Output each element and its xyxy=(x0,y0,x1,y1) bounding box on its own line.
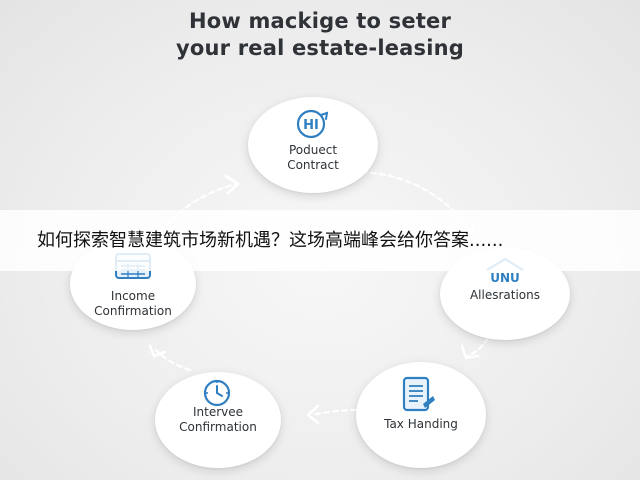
clock-icon xyxy=(200,378,234,408)
node-tax-handing: Tax Handing xyxy=(356,362,486,468)
arrowhead-contract xyxy=(224,174,240,195)
node-tax-handing-line-1: Tax Handing xyxy=(384,417,458,431)
house-icon-text: UNU xyxy=(490,271,520,285)
document-icon xyxy=(401,376,437,414)
hi-badge-icon: HI xyxy=(291,109,335,139)
diagram-title-line-1: How mackige to seter xyxy=(188,9,452,33)
arrow-intervee-to-income xyxy=(154,348,192,372)
node-income-confirmation-line-1: Income xyxy=(110,289,156,303)
node-intervee-confirmation-label: Intervee Confirmation xyxy=(155,405,281,435)
node-allesrations-line-1: Allesrations xyxy=(469,288,541,302)
diagram-title: How mackige to seter your real estate-le… xyxy=(0,8,640,62)
node-product-contract-line-2: Contract xyxy=(287,158,339,172)
arrowhead-tax xyxy=(460,344,480,360)
node-allesrations-label: Allesrations xyxy=(440,288,570,303)
node-intervee-confirmation-line-2: Confirmation xyxy=(179,420,257,434)
arrowhead-income xyxy=(148,344,167,358)
caption-banner xyxy=(0,210,640,271)
caption-banner-text: 如何探索智慧建筑市场新机遇？这场高端峰会给你答案...... xyxy=(37,230,504,251)
node-product-contract-label: Poduect Contract xyxy=(248,143,378,173)
node-income-confirmation-label: Income Confirmation xyxy=(70,289,196,319)
arrow-tax-to-intervee xyxy=(310,408,358,417)
diagram-title-line-2: your real estate-leasing xyxy=(175,36,465,60)
node-product-contract-line-1: Poduect xyxy=(288,143,338,157)
node-income-confirmation-line-2: Confirmation xyxy=(94,304,172,318)
node-intervee-confirmation: Intervee Confirmation xyxy=(155,372,281,468)
node-intervee-confirmation-line-1: Intervee xyxy=(192,405,244,419)
arrowhead-intervee xyxy=(306,404,320,425)
node-tax-handing-label: Tax Handing xyxy=(356,417,486,432)
hi-badge-text: HI xyxy=(303,118,319,133)
node-product-contract: HI Poduect Contract xyxy=(248,97,378,193)
